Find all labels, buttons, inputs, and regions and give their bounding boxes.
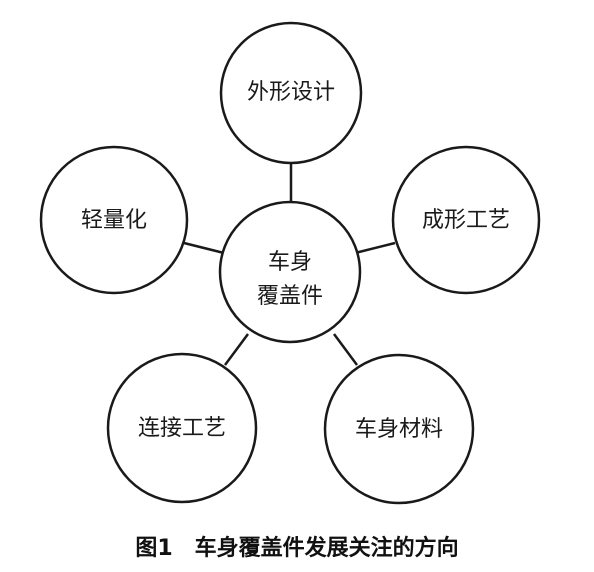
node-bottom-left [106,352,258,504]
node-top-label: 外形设计 [247,80,335,105]
node-right [391,145,541,295]
figure-number: 图1 [135,536,173,561]
connector-right [354,241,396,255]
node-right-label: 成形工艺 [422,208,510,233]
connector-bottom-left [223,333,250,366]
center-node [218,200,362,344]
node-bottom-right [323,353,475,505]
node-bottom-left-label: 连接工艺 [138,416,226,441]
node-top [219,21,363,165]
center-node-label-line1: 车身 [268,250,312,275]
node-bottom-right-label: 车身材料 [355,417,443,442]
connector-left [183,241,225,255]
node-left [39,145,189,295]
figure-caption-text: 车身覆盖件发展关注的方向 [194,536,459,561]
center-node-label-line2: 覆盖件 [257,284,323,309]
concept-diagram: 车身 覆盖件 外形设计 成形工艺 车身材料 连接工艺 轻量化 [39,21,541,505]
figure-caption: 图1 车身覆盖件发展关注的方向 [0,530,594,562]
connector-bottom-right [332,333,359,366]
node-left-label: 轻量化 [81,208,147,233]
